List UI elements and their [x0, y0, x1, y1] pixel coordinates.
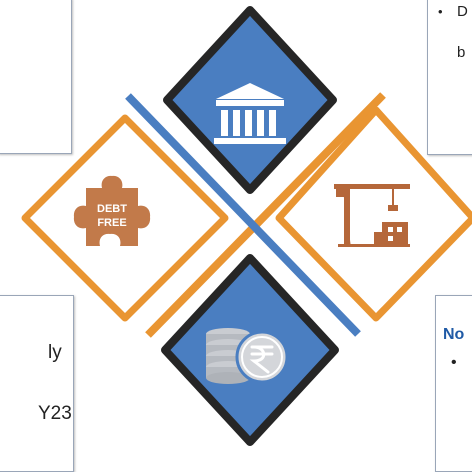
bank-building-icon [214, 83, 286, 144]
top-left-panel [0, 0, 72, 154]
bottom-right-panel [435, 295, 472, 472]
top-right-text-line2: b [457, 44, 466, 61]
free-label: FREE [97, 217, 126, 229]
top-right-bullet: • [438, 4, 443, 19]
debt-free-puzzle-icon: DEBT FREE [73, 175, 151, 246]
bottom-right-bullet: • [451, 354, 457, 371]
orange-diagonal-line [145, 92, 386, 338]
right-diamond [275, 106, 472, 322]
rupee-coins-icon [206, 328, 289, 384]
top-right-text-line1: D [457, 3, 468, 20]
bottom-left-text-line2: Y23 [38, 403, 72, 424]
bottom-right-heading: No [443, 326, 465, 343]
debt-label: DEBT [97, 203, 127, 215]
rupee-symbol [249, 345, 274, 374]
top-right-panel [427, 0, 472, 155]
bottom-left-text-line1: ly [48, 342, 62, 363]
construction-crane-icon [334, 184, 410, 247]
four-diamond-diagram: DEBT FREE [21, 6, 472, 446]
blue-diagonal-line [125, 93, 361, 337]
